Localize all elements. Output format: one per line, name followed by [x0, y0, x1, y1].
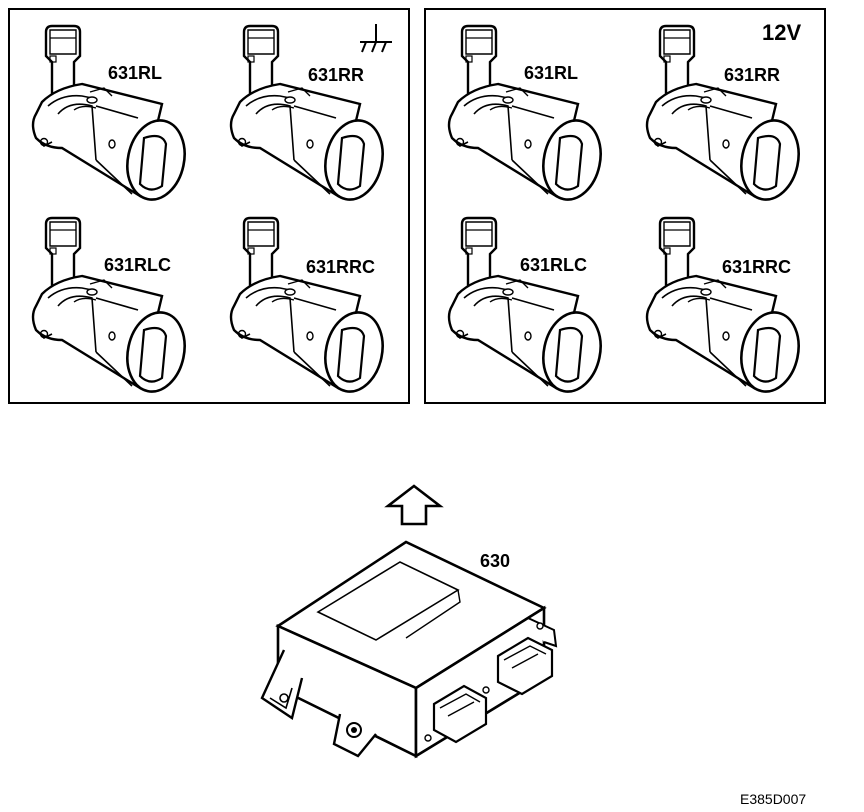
sensor-panel-12v: 631RL 631RR 12V 631RLC 631RRC [424, 8, 826, 404]
sensor-panel-ground: 631RL 631RR 631RLC 631RRC [8, 8, 410, 404]
sensor-label-rl: 631RL [524, 63, 579, 83]
sensor-label-rlc: 631RLC [104, 255, 172, 275]
sensor-label-rrc: 631RRC [306, 257, 376, 277]
sensor-rear-right-center-icon [645, 216, 808, 399]
document-id: E385D007 [740, 791, 807, 807]
up-arrow-icon [384, 484, 444, 526]
sensor-rear-left-center-icon [31, 216, 194, 399]
sensor-label-rlc: 631RLC [520, 255, 588, 275]
sensor-rear-left-icon [447, 24, 610, 207]
sensor-rear-left-center-icon [447, 216, 610, 399]
ground-symbol-icon [360, 24, 392, 53]
sensor-label-rr: 631RR [724, 65, 781, 85]
voltage-label-12v: 12V [762, 20, 802, 45]
sensor-label-rr: 631RR [308, 65, 365, 85]
control-module-icon [260, 540, 558, 759]
control-unit-label: 630 [480, 551, 511, 571]
sensor-label-rl: 631RL [108, 63, 163, 83]
sensor-rear-right-center-icon [229, 216, 392, 399]
sensor-rear-left-icon [31, 24, 194, 207]
sensor-label-rrc: 631RRC [722, 257, 792, 277]
